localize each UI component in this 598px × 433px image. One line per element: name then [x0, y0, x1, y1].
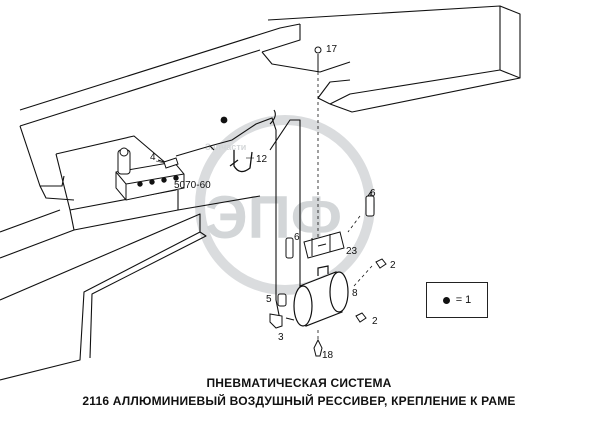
bolt-6-left	[285, 237, 294, 259]
caption-title: ПНЕВМАТИЧЕСКАЯ СИСТЕМА	[206, 376, 392, 390]
callout-5070-60: 5070-60	[174, 180, 211, 191]
valve-block	[115, 147, 185, 201]
drain-valve-18	[313, 338, 323, 357]
callout-labels: 17 4 12 5070-60 6 6 23 2 8 5 2 3 18	[150, 44, 396, 361]
air-line	[175, 109, 281, 321]
filled-dot-marker	[220, 116, 228, 124]
bracket-23	[303, 231, 345, 259]
chassis-frame	[0, 5, 521, 381]
assembly-line-6b	[347, 215, 361, 233]
callout-2-lower: 2	[372, 316, 378, 327]
callout-5: 5	[266, 294, 272, 305]
callout-2-upper: 2	[390, 260, 396, 271]
air-reservoir-8	[293, 265, 349, 327]
u-clamp-12	[229, 150, 253, 173]
filled-dot-icon	[442, 296, 450, 304]
fitting-5	[277, 293, 287, 307]
callout-12: 12	[256, 154, 268, 165]
callout-8: 8	[352, 288, 358, 299]
callout-18: 18	[322, 350, 334, 361]
assembly-line-2	[353, 265, 373, 287]
watermark: Запчасти ЭПФ	[195, 115, 375, 295]
fitting-4	[157, 157, 179, 169]
watermark-text-top: Запчасти	[205, 142, 246, 152]
callout-6-left: 6	[294, 232, 300, 243]
legend-value: = 1	[455, 294, 472, 306]
bolt-17	[314, 46, 322, 72]
elbow-fitting-3	[269, 313, 295, 329]
callout-6-right: 6	[370, 188, 376, 199]
callout-17: 17	[326, 44, 338, 55]
nut-2-lower	[355, 312, 367, 323]
leader-lines	[155, 157, 373, 197]
nut-2-upper	[375, 258, 387, 269]
callout-3: 3	[278, 332, 284, 343]
legend-box: = 1	[426, 282, 488, 318]
callout-23: 23	[346, 246, 358, 257]
callout-4: 4	[150, 152, 156, 163]
caption-subtitle: 2116 АЛЛЮМИНИЕВЫЙ ВОЗДУШНЫЙ РЕССИВЕР, КР…	[82, 394, 516, 408]
